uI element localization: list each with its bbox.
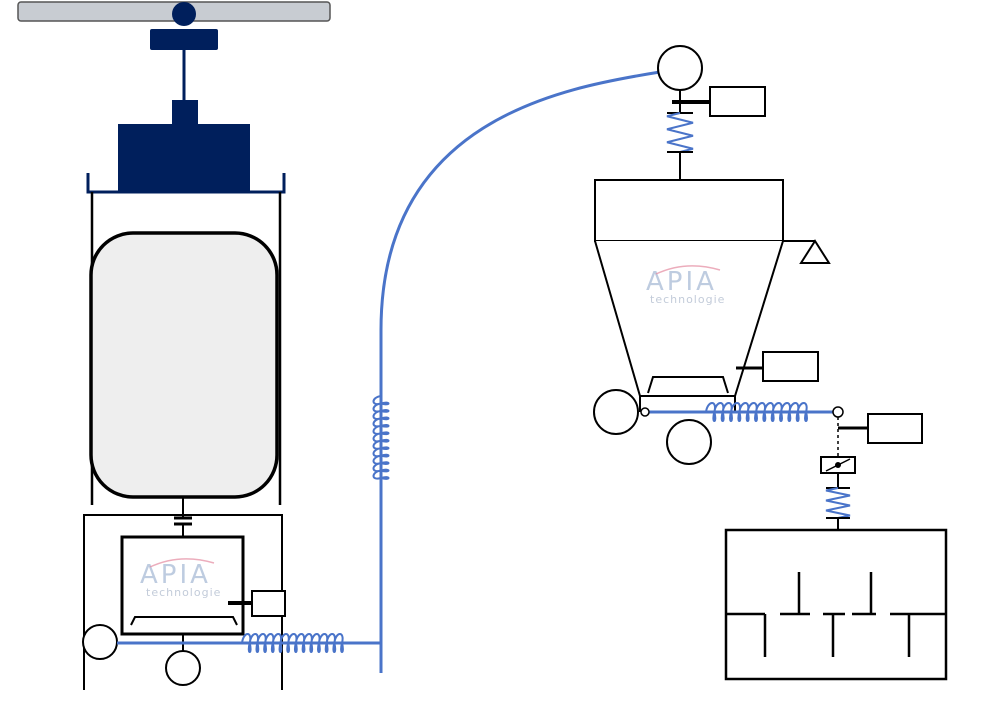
- lifting-frame-neck: [172, 100, 198, 127]
- frame-top-bar: [86, 173, 286, 194]
- bellow-lower: [825, 487, 851, 519]
- pipe-flexible-right: [705, 402, 808, 422]
- butterfly-valve-pivot: [835, 462, 841, 468]
- pipe-flexible-bottom: [241, 633, 344, 653]
- pipe-riser-curve: [379, 70, 661, 643]
- mixer: [724, 528, 948, 681]
- hopper-top-section: [594, 179, 784, 242]
- watermark-left-brand: APIA: [140, 560, 211, 590]
- watermark-right-sub: technologie: [650, 293, 725, 306]
- hopper-cone: [594, 240, 784, 397]
- watermark-left-swoosh: [149, 558, 215, 568]
- watermark-left-sub: technologie: [146, 586, 221, 599]
- rotary-valve-left: [82, 624, 118, 660]
- lifting-frame: [118, 124, 250, 192]
- watermark-right-swoosh: [655, 265, 721, 275]
- pneumatic-conveying-line: [117, 70, 661, 673]
- rotary-valve-right: [593, 389, 639, 435]
- mixer-blades: [726, 572, 946, 657]
- motor-left: [251, 590, 286, 617]
- motor-right: [762, 351, 819, 382]
- receiving-hopper-station: APIA technologie: [593, 45, 923, 530]
- bellow-top: [666, 112, 694, 153]
- big-bag-discharger: APIA technologie: [17, 1, 331, 690]
- hoist-block: [150, 29, 218, 50]
- motor-lower-right: [867, 413, 923, 444]
- hoist-trolley-wheel: [172, 2, 196, 26]
- hopper-inner-screen: [130, 616, 238, 626]
- big-bag: [89, 231, 279, 499]
- cyclone-filter: [657, 45, 703, 91]
- motor-top: [709, 86, 766, 117]
- node-right: [832, 406, 844, 418]
- hopper-inner-screen-right: [647, 376, 729, 394]
- blower-left: [165, 650, 201, 686]
- node-left: [640, 407, 650, 417]
- mixer-tank: [724, 528, 948, 681]
- blower-right: [666, 419, 712, 465]
- watermark-right-brand: APIA: [646, 267, 717, 297]
- load-cell: [799, 239, 831, 264]
- pipe-flexible-vertical: [372, 395, 390, 480]
